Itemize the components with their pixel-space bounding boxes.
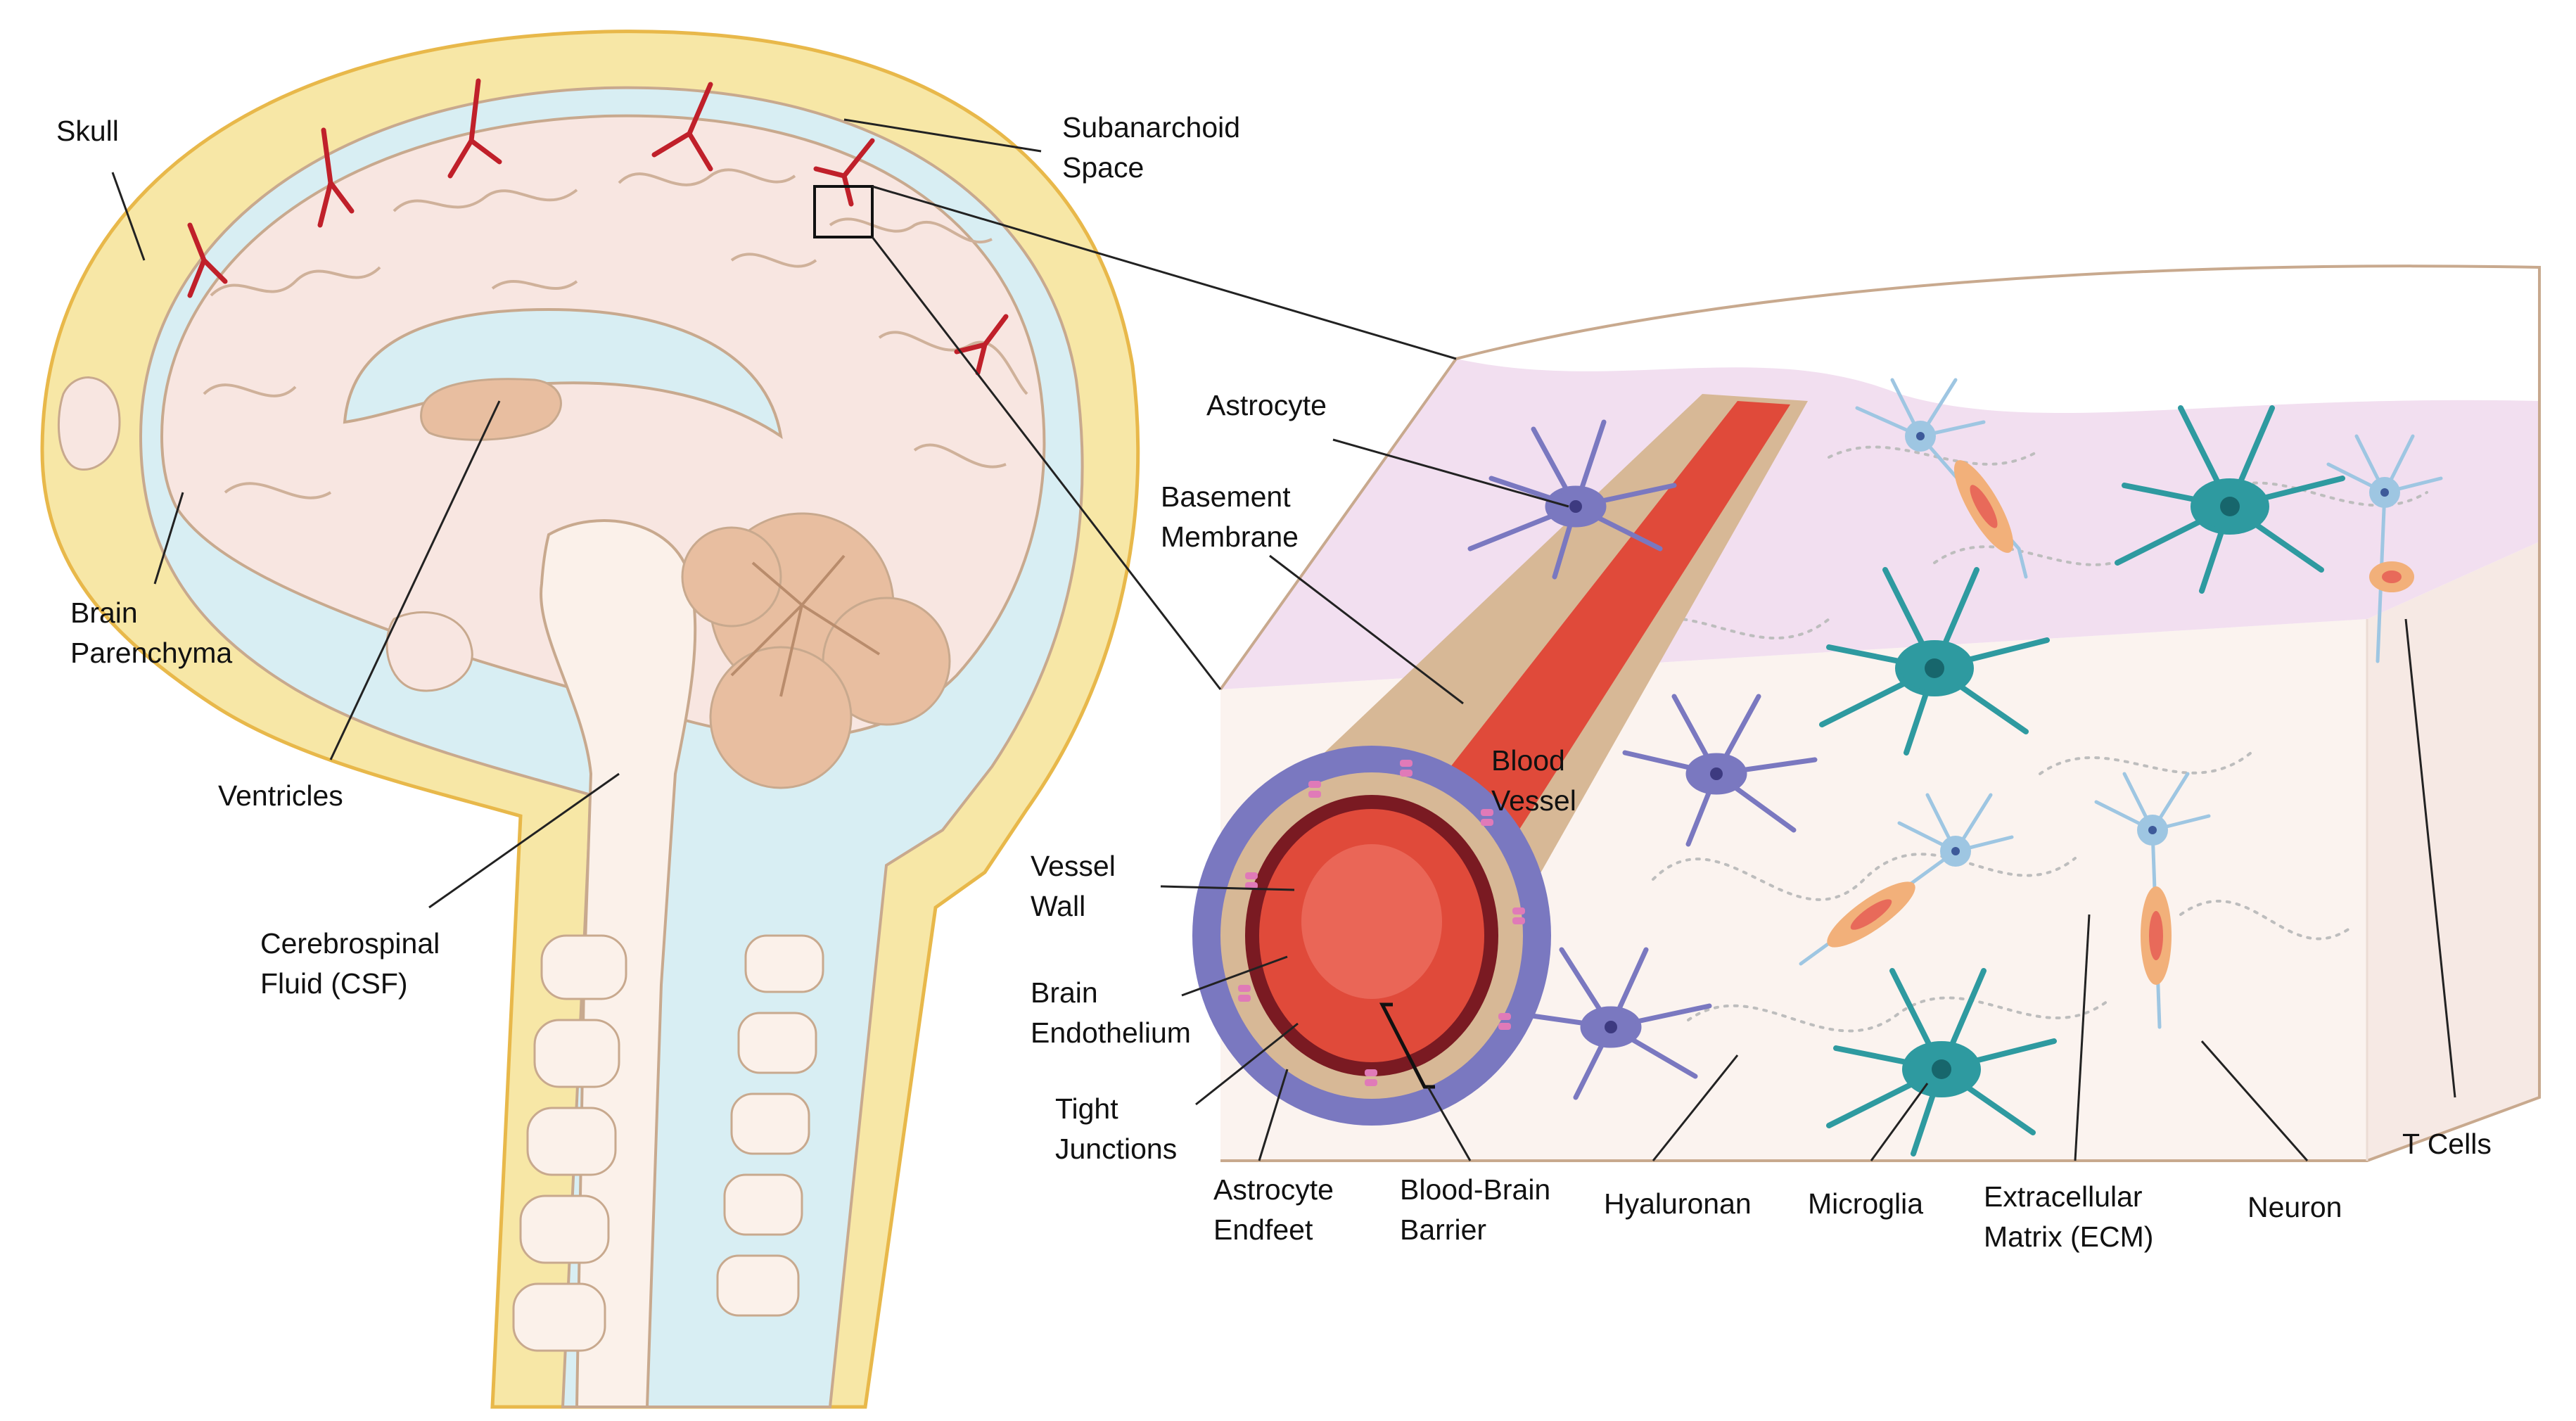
head-section	[40, 30, 1140, 1409]
label-basement-membrane-2: Membrane	[1161, 521, 1299, 553]
label-bbb-2: Barrier	[1400, 1213, 1486, 1246]
neuron-cells	[1799, 378, 2443, 1029]
label-vessel-wall-1: Vessel	[1031, 850, 1116, 882]
label-brain-parenchyma-1: Brain	[70, 597, 138, 629]
bbb-bracket	[1379, 1002, 1435, 1089]
label-ecm-1: Extracellular	[1984, 1180, 2143, 1213]
label-blood-vessel-2: Vessel	[1491, 784, 1576, 817]
vessel-cross-section	[1192, 746, 1551, 1126]
label-endothelium-1: Brain	[1031, 976, 1098, 1009]
label-csf-2: Fluid (CSF)	[260, 967, 408, 1000]
block-outline	[1219, 265, 2541, 1162]
ventricle	[420, 378, 562, 441]
label-hyaluronan: Hyaluronan	[1604, 1187, 1752, 1220]
label-bbb-1: Blood-Brain	[1400, 1173, 1550, 1206]
label-vessel-wall-2: Wall	[1031, 890, 1085, 922]
label-csf-1: Cerebrospinal	[260, 927, 440, 960]
label-tight-junctions-1: Tight	[1055, 1092, 1118, 1125]
label-skull: Skull	[56, 115, 119, 147]
label-endfeet-1: Astrocyte	[1213, 1173, 1334, 1206]
label-endfeet-2: Endfeet	[1213, 1213, 1313, 1246]
label-subarachnoid-2: Space	[1062, 151, 1144, 184]
microglia-cells	[1819, 405, 2345, 1156]
astrocyte-cells	[1467, 419, 1818, 1100]
block-side	[2367, 542, 2539, 1161]
leader-lines	[111, 118, 2456, 1161]
label-ecm-2: Matrix (ECM)	[1984, 1221, 2153, 1253]
label-blood-vessel-1: Blood	[1491, 744, 1565, 777]
cerebellum	[681, 512, 951, 789]
label-astrocyte: Astrocyte	[1206, 389, 1327, 421]
label-endothelium-2: Endothelium	[1031, 1017, 1191, 1049]
vertebrae	[512, 934, 824, 1352]
label-ventricles: Ventricles	[218, 779, 343, 812]
label-brain-parenchyma-2: Parenchyma	[70, 637, 232, 669]
t-cells	[1827, 460, 2414, 985]
label-neuron: Neuron	[2247, 1191, 2342, 1223]
labels: Skull Subanarchoid Space Brain Parenchym…	[56, 111, 2492, 1253]
brain-gyri	[203, 168, 1028, 499]
label-tight-junctions-2: Junctions	[1055, 1133, 1177, 1165]
frontal-sinus	[58, 376, 121, 471]
orbit	[385, 611, 473, 692]
microenvironment-block	[1192, 265, 2541, 1162]
label-subarachnoid-1: Subanarchoid	[1062, 111, 1240, 144]
label-t-cells: T Cells	[2402, 1128, 2492, 1160]
label-basement-membrane-1: Basement	[1161, 480, 1291, 513]
cortical-vessels	[187, 78, 1009, 376]
zoom-box	[813, 185, 874, 238]
tight-junctions	[1238, 760, 1525, 1086]
label-microglia: Microglia	[1808, 1187, 1923, 1220]
